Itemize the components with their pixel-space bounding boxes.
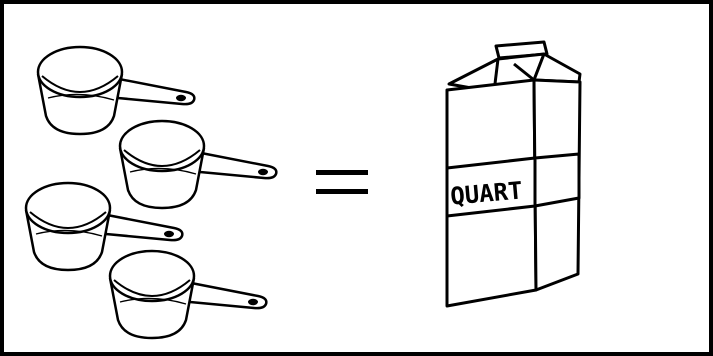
equals-sign [316, 170, 368, 194]
measuring-cup-2 [120, 121, 276, 208]
measurement-illustration: QUART [4, 4, 709, 352]
measuring-cup-4 [110, 251, 266, 338]
quart-carton [447, 42, 580, 306]
